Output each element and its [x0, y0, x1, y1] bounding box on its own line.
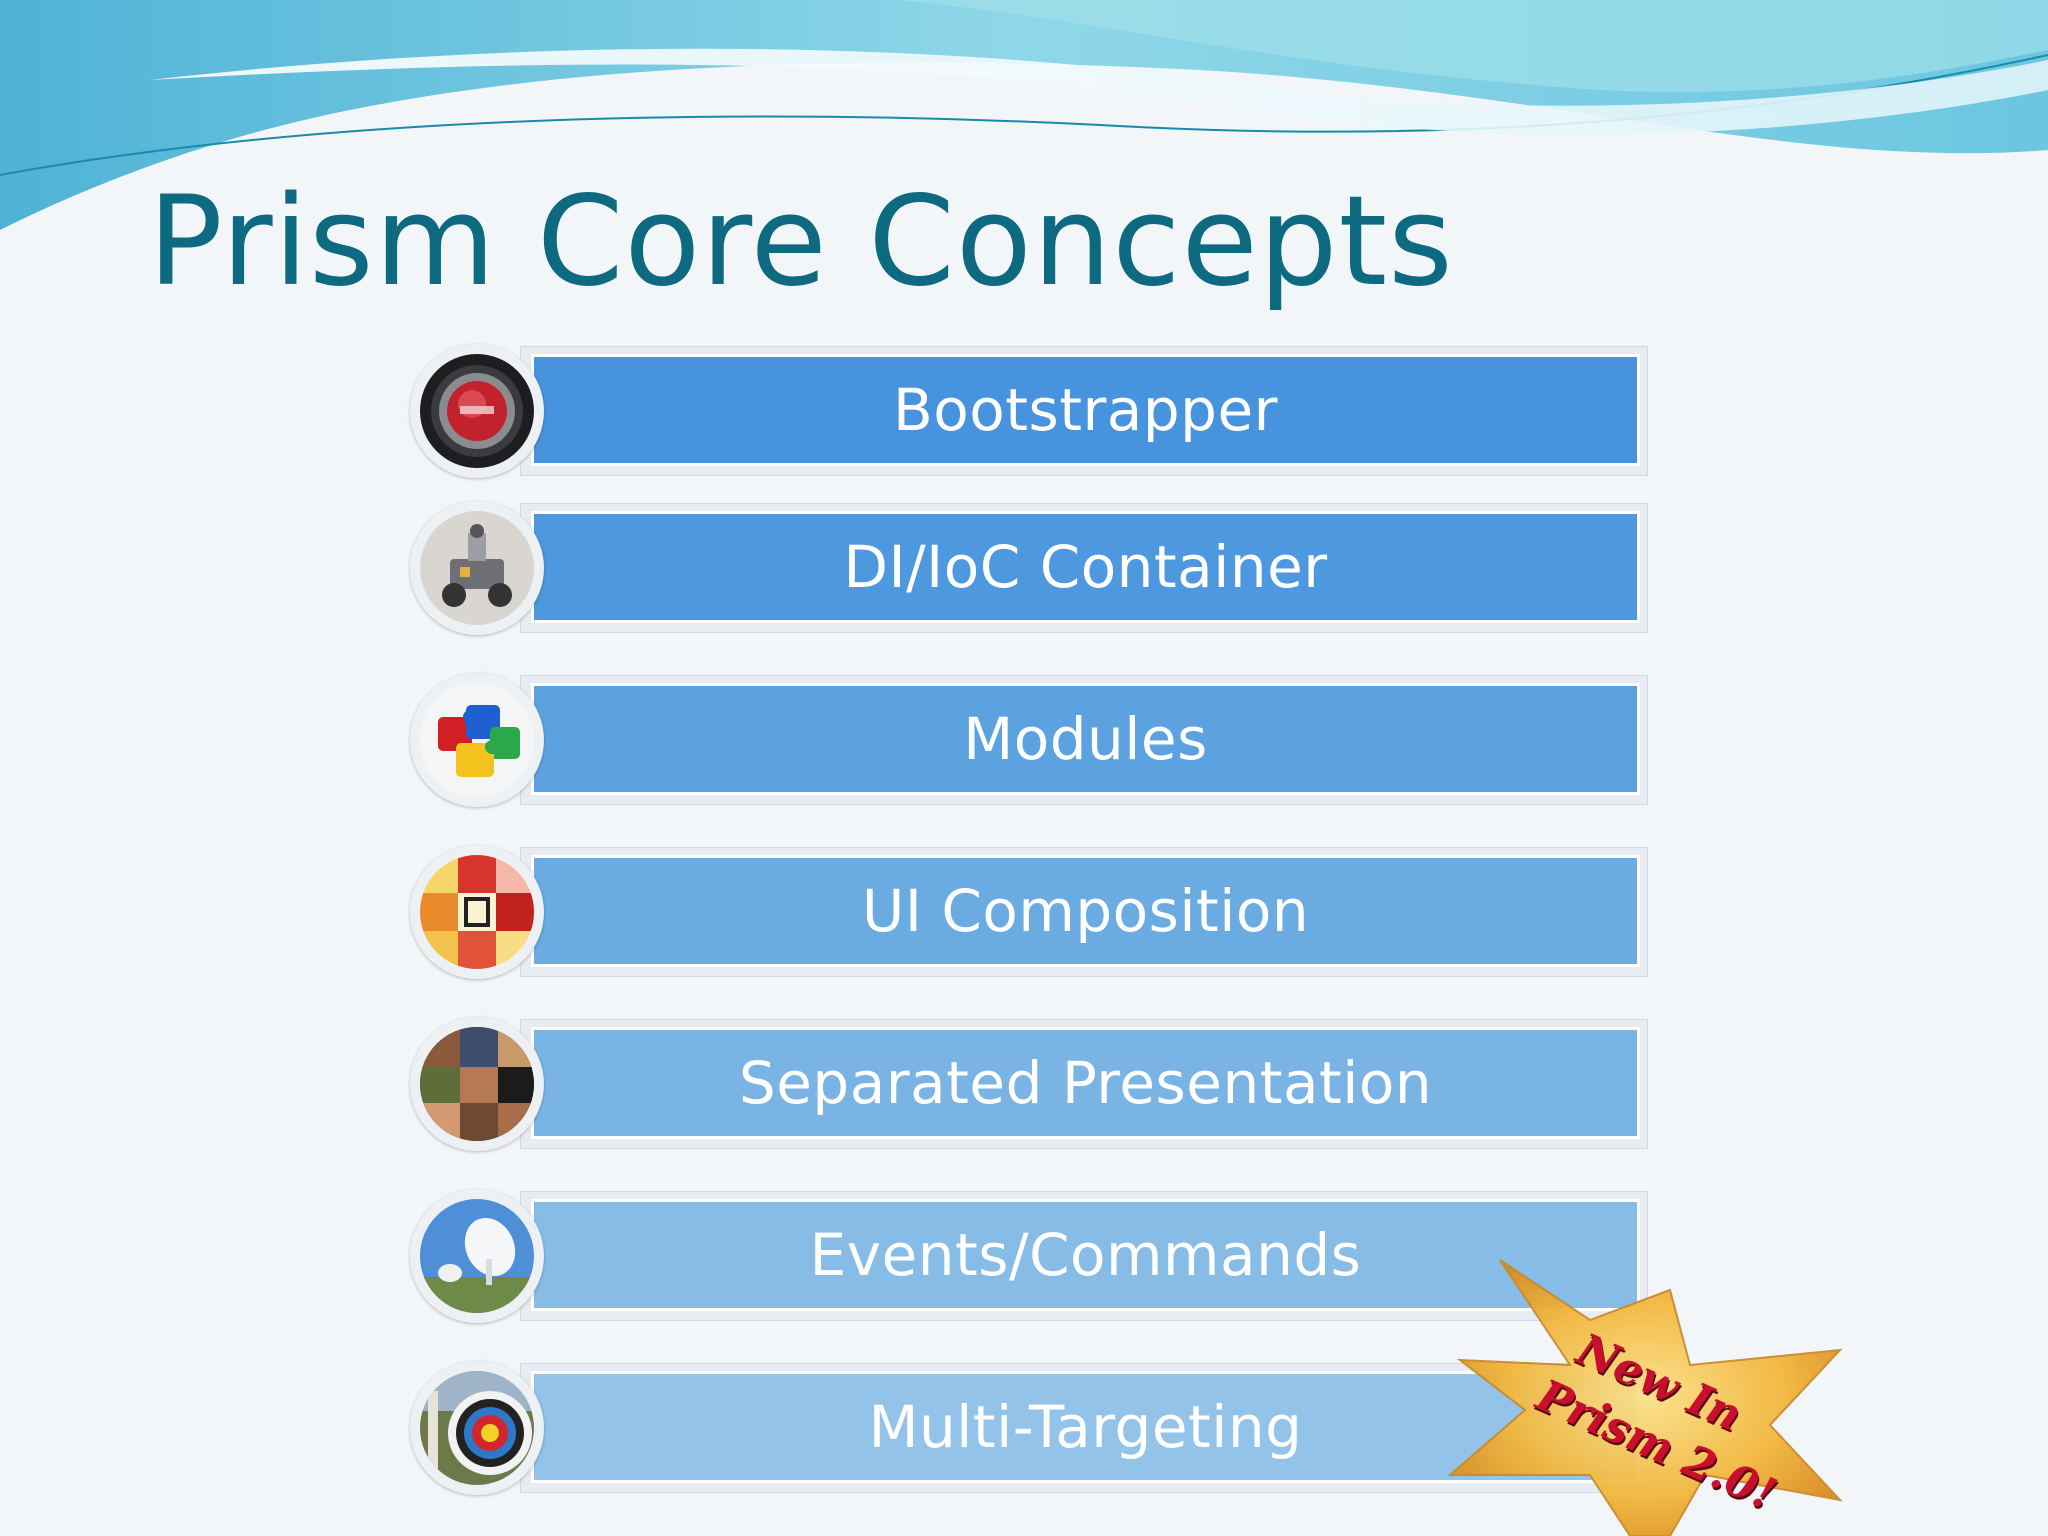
concept-icon-frame [410, 1361, 544, 1495]
concept-item-ui-composition: UI Composition [410, 845, 1650, 981]
concept-bar: Bootstrapper [531, 354, 1640, 466]
concept-icon-frame [410, 1189, 544, 1323]
concept-item-modules: Modules [410, 673, 1650, 809]
concept-icon-frame [410, 1017, 544, 1151]
slide-title: Prism Core Concepts [148, 170, 1454, 314]
concept-label: Modules [963, 705, 1208, 773]
concept-bar: UI Composition [531, 855, 1640, 967]
robot-icon [420, 511, 534, 625]
concept-bar: Multi-Targeting [531, 1371, 1640, 1483]
concept-item-separated-presentation: Separated Presentation [410, 1017, 1650, 1153]
concept-bar: DI/IoC Container [531, 511, 1640, 623]
concept-label: DI/IoC Container [843, 533, 1328, 601]
concept-label: UI Composition [861, 877, 1310, 945]
concept-label: Separated Presentation [738, 1049, 1433, 1117]
concept-icon-frame [410, 845, 544, 979]
new-in-prism-badge: New In Prism 2.0! [1440, 1250, 1860, 1536]
satellite-dish-icon [420, 1199, 534, 1313]
concept-item-di-ioc-container: DI/IoC Container [410, 501, 1650, 637]
header-wave-decoration [0, 0, 2048, 230]
starburst-shape [1447, 1259, 1843, 1536]
concept-bar: Modules [531, 683, 1640, 795]
puzzle-pieces-icon [420, 683, 534, 797]
concept-bar-frame: Multi-Targeting [520, 1363, 1648, 1493]
concept-bar-frame: Bootstrapper [520, 346, 1648, 476]
concept-bar-frame: Events/Commands [520, 1191, 1648, 1321]
concept-bar-frame: Modules [520, 675, 1648, 805]
concept-label: Multi-Targeting [868, 1393, 1303, 1461]
archery-target-icon [420, 1371, 534, 1485]
concept-bar: Events/Commands [531, 1199, 1640, 1311]
color-tiles-icon [420, 855, 534, 969]
concept-icon-frame [410, 344, 544, 478]
concept-bar-frame: Separated Presentation [520, 1019, 1648, 1149]
concept-label: Bootstrapper [892, 376, 1278, 444]
concept-label: Events/Commands [809, 1221, 1362, 1289]
concept-item-events-commands: Events/Commands [410, 1189, 1650, 1325]
concept-bar-frame: DI/IoC Container [520, 503, 1648, 633]
start-button-icon [420, 354, 534, 468]
concept-icon-frame [410, 673, 544, 807]
concept-item-multi-targeting: Multi-Targeting [410, 1361, 1650, 1497]
concept-icon-frame [410, 501, 544, 635]
concept-item-bootstrapper: Bootstrapper [410, 344, 1650, 480]
photo-collage-icon [420, 1027, 534, 1141]
concept-bar-frame: UI Composition [520, 847, 1648, 977]
concept-bar: Separated Presentation [531, 1027, 1640, 1139]
